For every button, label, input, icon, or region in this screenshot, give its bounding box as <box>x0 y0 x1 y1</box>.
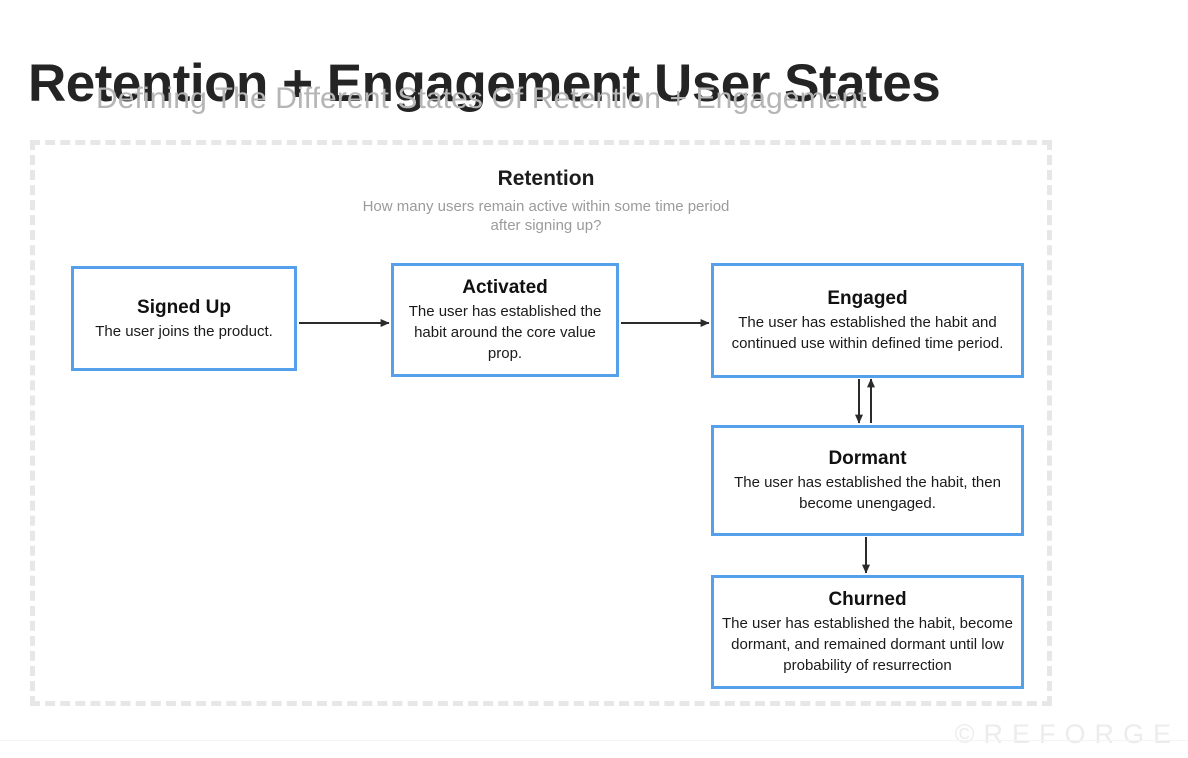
state-node-signed-up[interactable]: Signed Up The user joins the product. <box>71 266 297 371</box>
section-title-retention: Retention <box>497 167 595 190</box>
section-description: How many users remain active within some… <box>35 197 1057 235</box>
state-node-churned[interactable]: Churned The user has established the hab… <box>711 575 1024 689</box>
state-node-description: The user has established the habit and c… <box>731 314 1004 352</box>
state-node-title: Activated <box>462 277 548 298</box>
state-node-description: The user has established the habit, beco… <box>722 615 1014 674</box>
section-description-line-2: after signing up? <box>490 217 602 234</box>
state-node-title: Signed Up <box>137 296 231 318</box>
page-subtitle: Defining The Different States Of Retenti… <box>96 82 867 115</box>
state-node-engaged[interactable]: Engaged The user has established the hab… <box>711 263 1024 378</box>
state-node-description: The user has established the habit, then… <box>734 474 1001 512</box>
state-node-title: Dormant <box>828 448 907 469</box>
page-title: Retention + Engagement User States <box>28 53 941 113</box>
state-node-description: The user has established the habit aroun… <box>408 303 602 362</box>
state-node-activated[interactable]: Activated The user has established the h… <box>391 263 619 377</box>
reforge-watermark: ©REFORGE <box>954 719 1180 749</box>
state-node-dormant[interactable]: Dormant The user has established the hab… <box>711 425 1024 536</box>
diagram-container: Retention How many users remain active w… <box>30 140 1052 706</box>
state-node-description: The user joins the product. <box>95 322 273 340</box>
footer-divider <box>0 740 1188 741</box>
state-node-title: Churned <box>828 589 907 610</box>
state-node-title: Engaged <box>827 288 908 309</box>
section-description-line-1: How many users remain active within some… <box>362 198 730 215</box>
